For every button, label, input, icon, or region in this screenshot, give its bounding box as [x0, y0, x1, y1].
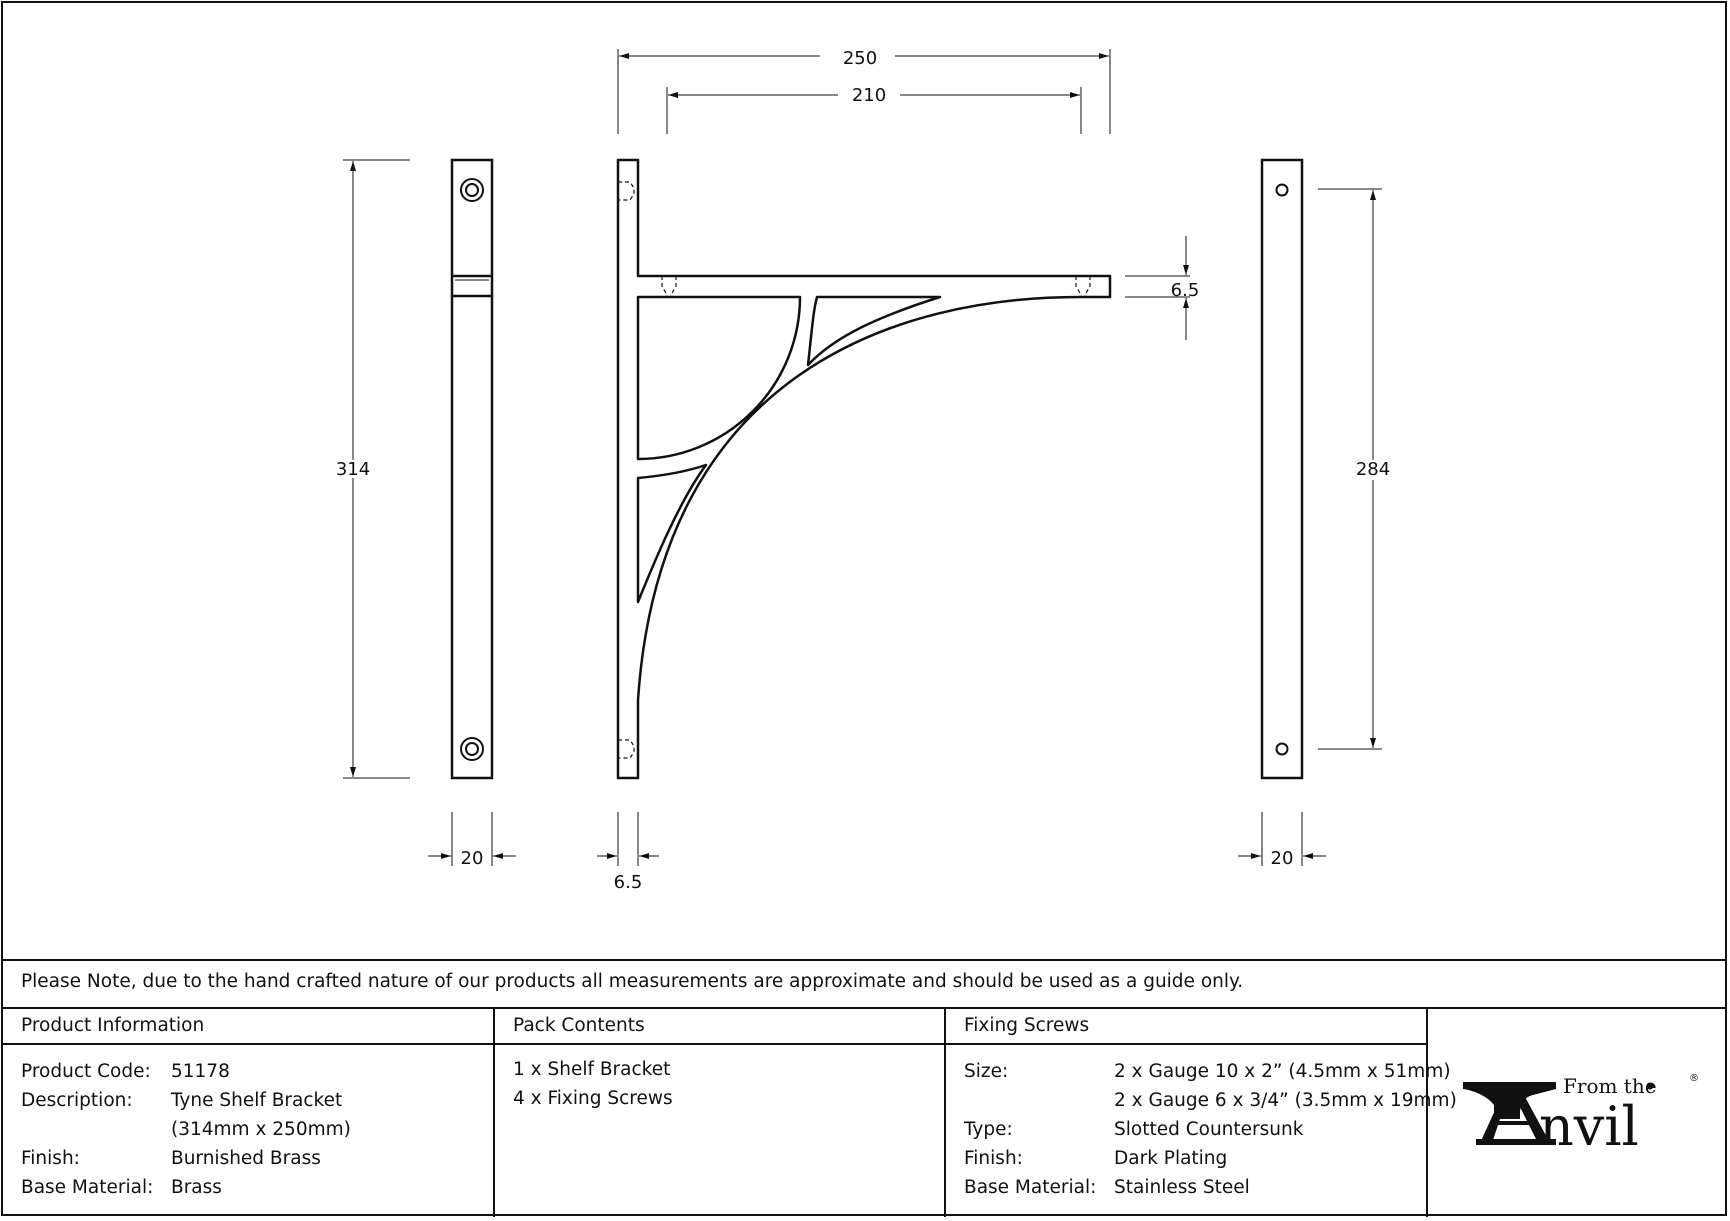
finish-value: Burnished Brass [171, 1148, 321, 1169]
base-material-label: Base Material: [21, 1177, 154, 1198]
front-view [450, 158, 494, 780]
dim-overall-height [343, 159, 410, 779]
pack-item: 1 x Shelf Bracket [513, 1059, 671, 1080]
product-code-value: 51178 [171, 1061, 230, 1082]
product-information-header: Product Information [3, 1009, 495, 1045]
pack-contents-header: Pack Contents [495, 1009, 946, 1045]
column-divider-1 [493, 1009, 495, 1217]
screw-type-label: Type: [964, 1119, 1013, 1140]
base-material-row: Base Material: Brass [21, 1173, 222, 1202]
description-value: Tyne Shelf Bracket [171, 1090, 343, 1111]
hidden-countersinks [618, 181, 1091, 759]
product-code-row: Product Code: 51178 [21, 1057, 230, 1086]
screw-base-material-label: Base Material: [964, 1177, 1097, 1198]
screw-finish-label: Finish: [964, 1148, 1023, 1169]
rear-view [1260, 158, 1304, 780]
column-divider-2 [944, 1009, 946, 1217]
dim-label-210: 210 [852, 85, 886, 106]
logo-registered: ® [1689, 1073, 1699, 1084]
dim-plate-thickness [597, 812, 659, 866]
product-information-column: Product Information Product Code: 51178 D… [3, 1009, 495, 1217]
screw-type-value: Slotted Countersunk [1114, 1119, 1304, 1140]
base-material-value: Brass [171, 1177, 222, 1198]
dim-label-20-front: 20 [461, 848, 484, 869]
pack-item: 4 x Fixing Screws [513, 1088, 673, 1109]
description-row: Description: Tyne Shelf Bracket [21, 1086, 342, 1115]
screw-finish-row: Finish: Dark Plating [964, 1144, 1227, 1173]
product-code-label: Product Code: [21, 1061, 151, 1082]
fixing-screws-heading: Fixing Screws [964, 1015, 1090, 1036]
dim-label-314: 314 [336, 459, 370, 480]
dim-overall-width [617, 49, 1111, 134]
screw-size-row: Size: 2 x Gauge 10 x 2” (4.5mm x 51mm) [964, 1057, 1451, 1086]
fixing-screws-column: Fixing Screws Size: 2 x Gauge 10 x 2” (4.… [946, 1009, 1457, 1217]
dim-inner-width [666, 87, 1082, 134]
dim-hole-centres [1318, 188, 1382, 750]
screw-base-material-row: Base Material: Stainless Steel [964, 1173, 1250, 1202]
screw-type-row: Type: Slotted Countersunk [964, 1115, 1303, 1144]
pack-contents-heading: Pack Contents [513, 1015, 645, 1036]
screw-size-row-2: 2 x Gauge 6 x 3/4” (3.5mm x 19mm) [964, 1086, 1457, 1115]
screw-size-label: Size: [964, 1061, 1009, 1082]
dim-label-6-5-plate: 6.5 [614, 872, 643, 893]
dim-label-250: 250 [843, 48, 877, 69]
description-label: Description: [21, 1090, 133, 1111]
pack-contents-column: Pack Contents 1 x Shelf Bracket 4 x Fixi… [495, 1009, 946, 1217]
logo-dot [1646, 1082, 1654, 1090]
description-size-value: (314mm x 250mm) [171, 1119, 351, 1140]
finish-row: Finish: Burnished Brass [21, 1144, 321, 1173]
screw-finish-value: Dark Plating [1114, 1148, 1228, 1169]
measurement-note: Please Note, due to the hand crafted nat… [21, 971, 1244, 992]
dim-label-20-rear: 20 [1271, 848, 1294, 869]
anvil-icon [1463, 1082, 1556, 1145]
product-information-heading: Product Information [21, 1015, 205, 1036]
description-size-row: (314mm x 250mm) [21, 1115, 351, 1144]
screw-base-material-value: Stainless Steel [1114, 1177, 1250, 1198]
dim-label-6-5-shelf: 6.5 [1171, 280, 1200, 301]
note-row: Please Note, due to the hand crafted nat… [3, 959, 1725, 1009]
dim-label-284: 284 [1356, 459, 1390, 480]
screw-size-value: 2 x Gauge 10 x 2” (4.5mm x 51mm) [1114, 1061, 1451, 1082]
screw-hole-bottom [460, 737, 484, 761]
fixing-screws-header: Fixing Screws [946, 1009, 1428, 1045]
dim-shelf-thickness [1125, 236, 1190, 340]
column-divider-3 [1426, 1009, 1428, 1217]
info-table: Product Information Product Code: 51178 D… [3, 1007, 1725, 1217]
dim-front-width [428, 812, 516, 866]
finish-label: Finish: [21, 1148, 80, 1169]
logo-brand-tail: nvil [1539, 1095, 1639, 1158]
side-profile-view [616, 158, 1112, 780]
dim-rear-width [1238, 812, 1326, 866]
logo-from-the: From the [1563, 1074, 1657, 1098]
screw-size-value-2: 2 x Gauge 6 x 3/4” (3.5mm x 19mm) [1114, 1090, 1457, 1111]
brand-logo: From the ® nvil [1428, 1009, 1725, 1217]
screw-hole-top [460, 178, 484, 202]
